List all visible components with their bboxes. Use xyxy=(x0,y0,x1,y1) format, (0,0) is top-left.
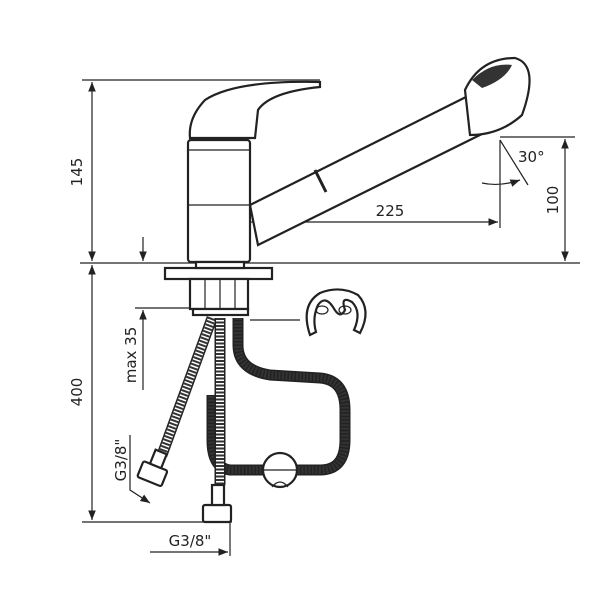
label-400: 400 xyxy=(68,378,86,407)
label-100: 100 xyxy=(544,186,562,215)
label-225: 225 xyxy=(376,202,405,220)
bottom-hose-ferrule xyxy=(210,483,226,507)
faucet xyxy=(163,56,531,317)
mounting-flange xyxy=(163,266,274,281)
mounting-clip xyxy=(305,288,367,337)
hose-weight-notch xyxy=(271,481,289,488)
label-thread-bottom: G3/8" xyxy=(169,532,212,550)
left-hose-ferrule xyxy=(148,448,169,470)
faucet-body xyxy=(186,138,252,264)
pullout-hose xyxy=(206,318,351,476)
mounting-nut xyxy=(188,277,250,311)
mixer-lever xyxy=(188,80,322,140)
spray-head-grip xyxy=(472,64,512,88)
washer xyxy=(191,307,250,317)
left-supply-hose-inner xyxy=(158,316,216,457)
label-145: 145 xyxy=(68,158,86,187)
angle-arc xyxy=(481,179,521,187)
bottom-hose-nut xyxy=(201,503,233,524)
label-max35: max 35 xyxy=(122,327,140,384)
spout-ring xyxy=(313,169,328,193)
pullout-hose-texture xyxy=(208,318,349,474)
label-30-degrees: 30° xyxy=(518,148,545,166)
angle-line xyxy=(499,139,529,186)
label-thread-left: G3/8" xyxy=(112,439,130,482)
left-hose-fitting xyxy=(136,448,169,488)
left-thread-leader xyxy=(129,435,151,504)
clip-shape xyxy=(305,288,367,337)
clip-hole-left xyxy=(315,305,329,315)
body-base-ring xyxy=(194,260,246,270)
hoses xyxy=(136,316,351,524)
clip-hole-right xyxy=(338,305,352,315)
